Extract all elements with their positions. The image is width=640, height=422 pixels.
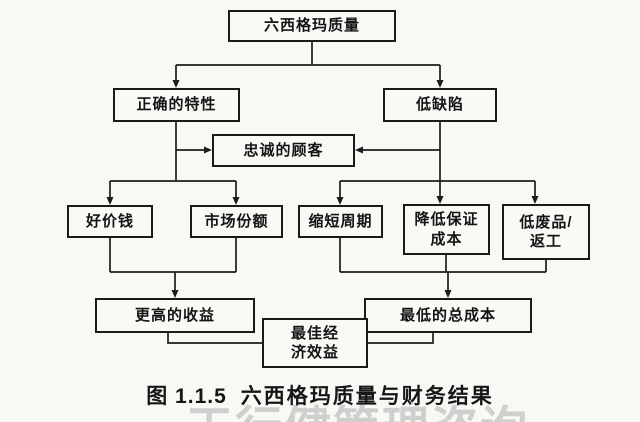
arrow-left-icon bbox=[355, 146, 363, 154]
edge-cost-to-benefit bbox=[368, 333, 434, 344]
node-label: 正确的特性 bbox=[136, 96, 217, 114]
arrowheads bbox=[106, 80, 539, 298]
node-label: 降低保证成本 bbox=[414, 211, 479, 248]
node-best-economic-benefit: 最佳经济效益 bbox=[262, 318, 368, 368]
node-label: 最低的总成本 bbox=[399, 306, 496, 324]
node-label: 忠诚的顾客 bbox=[243, 141, 324, 159]
arrow-down-icon bbox=[436, 196, 444, 204]
edge-revenue-to-benefit bbox=[167, 333, 262, 344]
node-low-scrap-rework: 低废品/返工 bbox=[502, 204, 590, 260]
node-market-share: 市场份额 bbox=[190, 205, 283, 238]
figure-caption: 图 1.1.5 六西格玛质量与财务结果 bbox=[0, 380, 640, 410]
node-label: 更高的收益 bbox=[134, 306, 215, 324]
arrow-down-icon bbox=[444, 290, 452, 298]
node-label: 好价钱 bbox=[85, 212, 134, 230]
edge-right-collector bbox=[339, 238, 547, 292]
node-loyal-customers: 忠诚的顾客 bbox=[212, 134, 355, 167]
arrow-down-icon bbox=[172, 80, 180, 88]
arrow-down-icon bbox=[171, 290, 179, 298]
node-shorter-cycle: 缩短周期 bbox=[298, 205, 383, 238]
arrow-down-icon bbox=[232, 197, 240, 205]
node-lowest-total-cost: 最低的总成本 bbox=[364, 298, 532, 333]
node-label: 六西格玛质量 bbox=[263, 17, 360, 35]
arrow-down-icon bbox=[106, 197, 114, 205]
node-label: 缩短周期 bbox=[308, 212, 373, 230]
node-six-sigma-quality: 六西格玛质量 bbox=[228, 10, 396, 42]
arrow-down-icon bbox=[436, 80, 444, 88]
arrow-down-icon bbox=[531, 196, 539, 204]
arrow-right-icon bbox=[204, 146, 212, 154]
node-low-defects: 低缺陷 bbox=[383, 88, 497, 122]
edge-left-branch bbox=[109, 180, 237, 199]
edge-top-fanout bbox=[175, 42, 441, 82]
node-good-price: 好价钱 bbox=[67, 205, 153, 238]
arrow-down-icon bbox=[336, 197, 344, 205]
node-label: 最佳经济效益 bbox=[290, 324, 339, 362]
figure-title: 六西格玛质量与财务结果 bbox=[240, 385, 494, 408]
figure-number: 图 1.1.5 bbox=[146, 385, 227, 408]
watermark-text: 天行健管理咨询 bbox=[186, 390, 529, 422]
node-label: 市场份额 bbox=[204, 212, 269, 230]
node-lower-warranty-cost: 降低保证成本 bbox=[403, 204, 490, 255]
edge-right-branch bbox=[339, 180, 536, 199]
edge-left-collector bbox=[109, 238, 237, 292]
node-label: 低废品/返工 bbox=[519, 213, 573, 251]
node-higher-revenue: 更高的收益 bbox=[95, 298, 255, 333]
node-correct-characteristics: 正确的特性 bbox=[113, 88, 240, 122]
node-label: 低缺陷 bbox=[415, 96, 464, 114]
